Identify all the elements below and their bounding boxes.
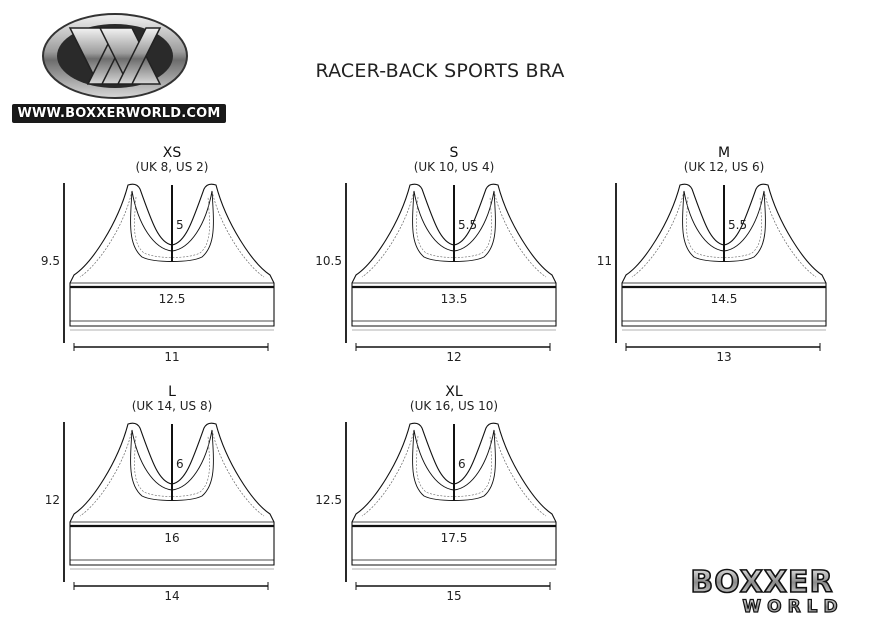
garment-xl: 17.5 6 12.5 15 XL(UK 16, US 10) <box>315 384 557 603</box>
size-conversion: (UK 10, US 4) <box>414 160 495 174</box>
size-conversion: (UK 16, US 10) <box>410 399 498 413</box>
logo-word-top: BOXXER <box>690 565 833 600</box>
size-name: M <box>718 145 730 161</box>
chest-measurement: 13.5 <box>441 292 468 306</box>
hem-measurement: 11 <box>164 350 179 364</box>
back-measurement: 5.5 <box>458 218 477 232</box>
page-title: RACER-BACK SPORTS BRA <box>315 60 565 82</box>
garment-m: 14.5 5.5 11 13 M(UK 12, US 6) <box>597 145 827 364</box>
chest-measurement: 16 <box>164 531 179 545</box>
hem-measurement: 14 <box>164 589 179 603</box>
size-conversion: (UK 14, US 8) <box>132 399 213 413</box>
size-name: XS <box>163 145 182 161</box>
chest-measurement: 17.5 <box>441 531 468 545</box>
back-measurement: 6 <box>458 457 466 471</box>
height-measurement: 12.5 <box>315 493 342 507</box>
xx-logo-icon <box>42 13 188 99</box>
back-measurement: 6 <box>176 457 184 471</box>
garment-s: 13.5 5.5 10.5 12 S(UK 10, US 4) <box>315 145 557 364</box>
hem-measurement: 13 <box>716 350 731 364</box>
garment-l: 16 6 12 14 L(UK 14, US 8) <box>45 384 275 603</box>
chest-measurement: 12.5 <box>159 292 186 306</box>
size-name: L <box>168 384 176 400</box>
boxxer-world-logo: BOXXER WORLD <box>690 564 843 616</box>
height-measurement: 10.5 <box>315 254 342 268</box>
hem-measurement: 15 <box>446 589 461 603</box>
chest-measurement: 14.5 <box>711 292 738 306</box>
height-measurement: 9.5 <box>41 254 60 268</box>
website-url[interactable]: WWW.BOXXERWORLD.COM <box>12 104 226 123</box>
hem-measurement: 12 <box>446 350 461 364</box>
logo-word-bottom: WORLD <box>742 597 843 616</box>
height-measurement: 11 <box>597 254 612 268</box>
size-name: XL <box>445 384 463 400</box>
size-name: S <box>450 145 459 161</box>
back-measurement: 5 <box>176 218 184 232</box>
back-measurement: 5.5 <box>728 218 747 232</box>
size-conversion: (UK 8, US 2) <box>136 160 209 174</box>
garment-xs: 12.5 5 9.5 11 XS(UK 8, US 2) <box>41 145 275 364</box>
height-measurement: 12 <box>45 493 60 507</box>
size-conversion: (UK 12, US 6) <box>684 160 765 174</box>
